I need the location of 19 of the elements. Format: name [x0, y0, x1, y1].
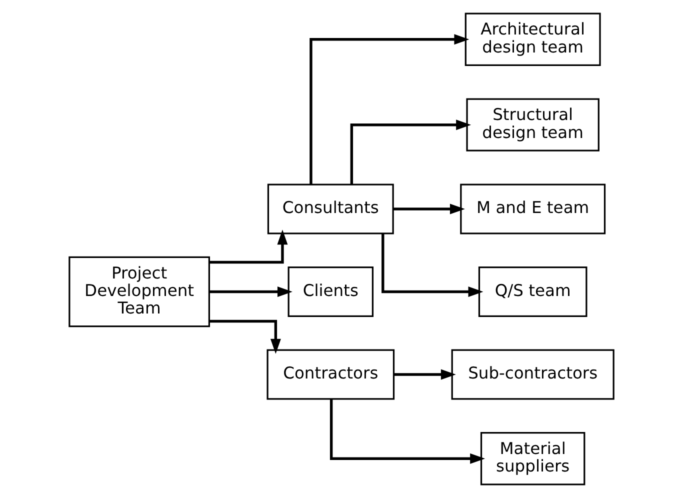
- arrow: [394, 369, 456, 380]
- arrow: [309, 34, 469, 184]
- node-box: Structural design team: [466, 98, 599, 152]
- arrow: [209, 320, 280, 354]
- arrow: [381, 234, 483, 297]
- node-box: M and E team: [460, 184, 606, 234]
- node-box: Q/S team: [478, 266, 587, 317]
- arrow: [208, 286, 292, 297]
- node-box: Sub-contractors: [450, 349, 614, 400]
- node-box: Material suppliers: [480, 432, 585, 486]
- node-box: Consultants: [266, 184, 394, 234]
- node-box: Architectural design team: [464, 12, 600, 66]
- arrow: [393, 204, 464, 214]
- arrow: [329, 399, 485, 464]
- arrow: [350, 120, 471, 184]
- node-box: Clients: [287, 266, 374, 317]
- arrow: [208, 230, 288, 264]
- node-box: Project Development Team: [68, 256, 210, 328]
- node-box: Contractors: [266, 349, 394, 400]
